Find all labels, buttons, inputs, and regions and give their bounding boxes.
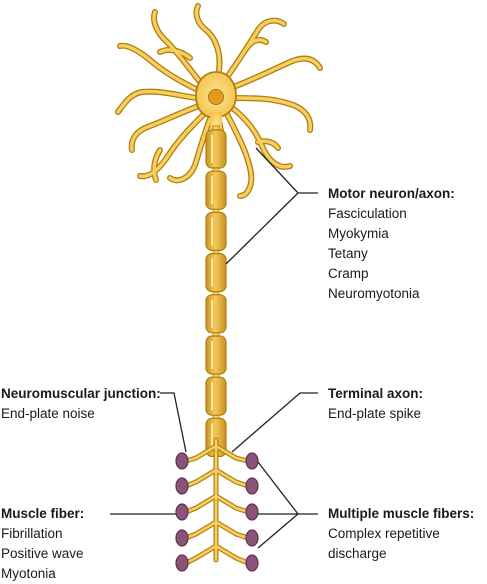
label-motor-item: Myokymia bbox=[328, 226, 389, 241]
myelin-segment bbox=[205, 129, 227, 169]
label-fiber-item: Fibrillation bbox=[1, 526, 63, 541]
muscle-fiber bbox=[175, 554, 189, 572]
leader-motor bbox=[225, 147, 318, 265]
muscle-fiber bbox=[175, 503, 189, 521]
muscle-fiber bbox=[245, 503, 259, 521]
label-neuromuscular-junction: Neuromuscular junction: End-plate noise bbox=[1, 384, 161, 424]
label-multiple-item: Complex repetitive bbox=[328, 526, 440, 541]
muscle-fiber bbox=[175, 477, 189, 495]
label-motor-title: Motor neuron/axon: bbox=[328, 186, 455, 201]
label-fiber-title: Muscle fiber: bbox=[1, 506, 85, 521]
label-nmj-title: Neuromuscular junction: bbox=[1, 386, 161, 401]
label-fiber-item: Myotonia bbox=[1, 566, 56, 581]
myelin-segment bbox=[205, 211, 227, 251]
label-motor-item: Tetany bbox=[328, 246, 368, 261]
nucleus bbox=[208, 89, 224, 105]
myelin-segment bbox=[205, 170, 227, 210]
label-terminal-title: Terminal axon: bbox=[328, 386, 424, 401]
myelin-segment bbox=[205, 376, 227, 416]
muscle-fiber bbox=[245, 529, 259, 547]
label-nmj-item: End-plate noise bbox=[1, 406, 95, 421]
leader-terminal bbox=[231, 392, 318, 453]
muscle-fiber bbox=[175, 529, 189, 547]
label-muscle-fiber: Muscle fiber: Fibrillation Positive wave… bbox=[1, 504, 84, 584]
muscle-fibers bbox=[175, 452, 259, 572]
label-fiber-item: Positive wave bbox=[1, 546, 84, 561]
myelin-segment bbox=[205, 253, 227, 293]
muscle-fiber bbox=[175, 452, 189, 470]
myelin-segment bbox=[205, 335, 227, 375]
muscle-fiber bbox=[245, 477, 259, 495]
label-terminal-axon: Terminal axon: End-plate spike bbox=[328, 384, 423, 424]
label-motor-item: Fasciculation bbox=[328, 206, 407, 221]
leader-nmj bbox=[160, 392, 187, 453]
leader-multiple bbox=[257, 461, 318, 549]
myelin-segment bbox=[205, 294, 227, 334]
muscle-fiber bbox=[245, 452, 259, 470]
label-multiple-muscle-fibers: Multiple muscle fibers: Complex repetiti… bbox=[328, 504, 474, 564]
muscle-fiber bbox=[245, 554, 259, 572]
label-multiple-item: discharge bbox=[328, 546, 387, 561]
terminal-arbor bbox=[183, 437, 251, 566]
leader-lines bbox=[110, 147, 318, 549]
dendrites bbox=[115, 3, 323, 199]
label-motor-item: Neuromyotonia bbox=[328, 286, 420, 301]
label-motor-item: Cramp bbox=[328, 266, 369, 281]
label-multiple-title: Multiple muscle fibers: bbox=[328, 506, 475, 521]
label-terminal-item: End-plate spike bbox=[328, 406, 422, 421]
label-motor-neuron: Motor neuron/axon: Fasciculation Myokymi… bbox=[328, 184, 455, 304]
